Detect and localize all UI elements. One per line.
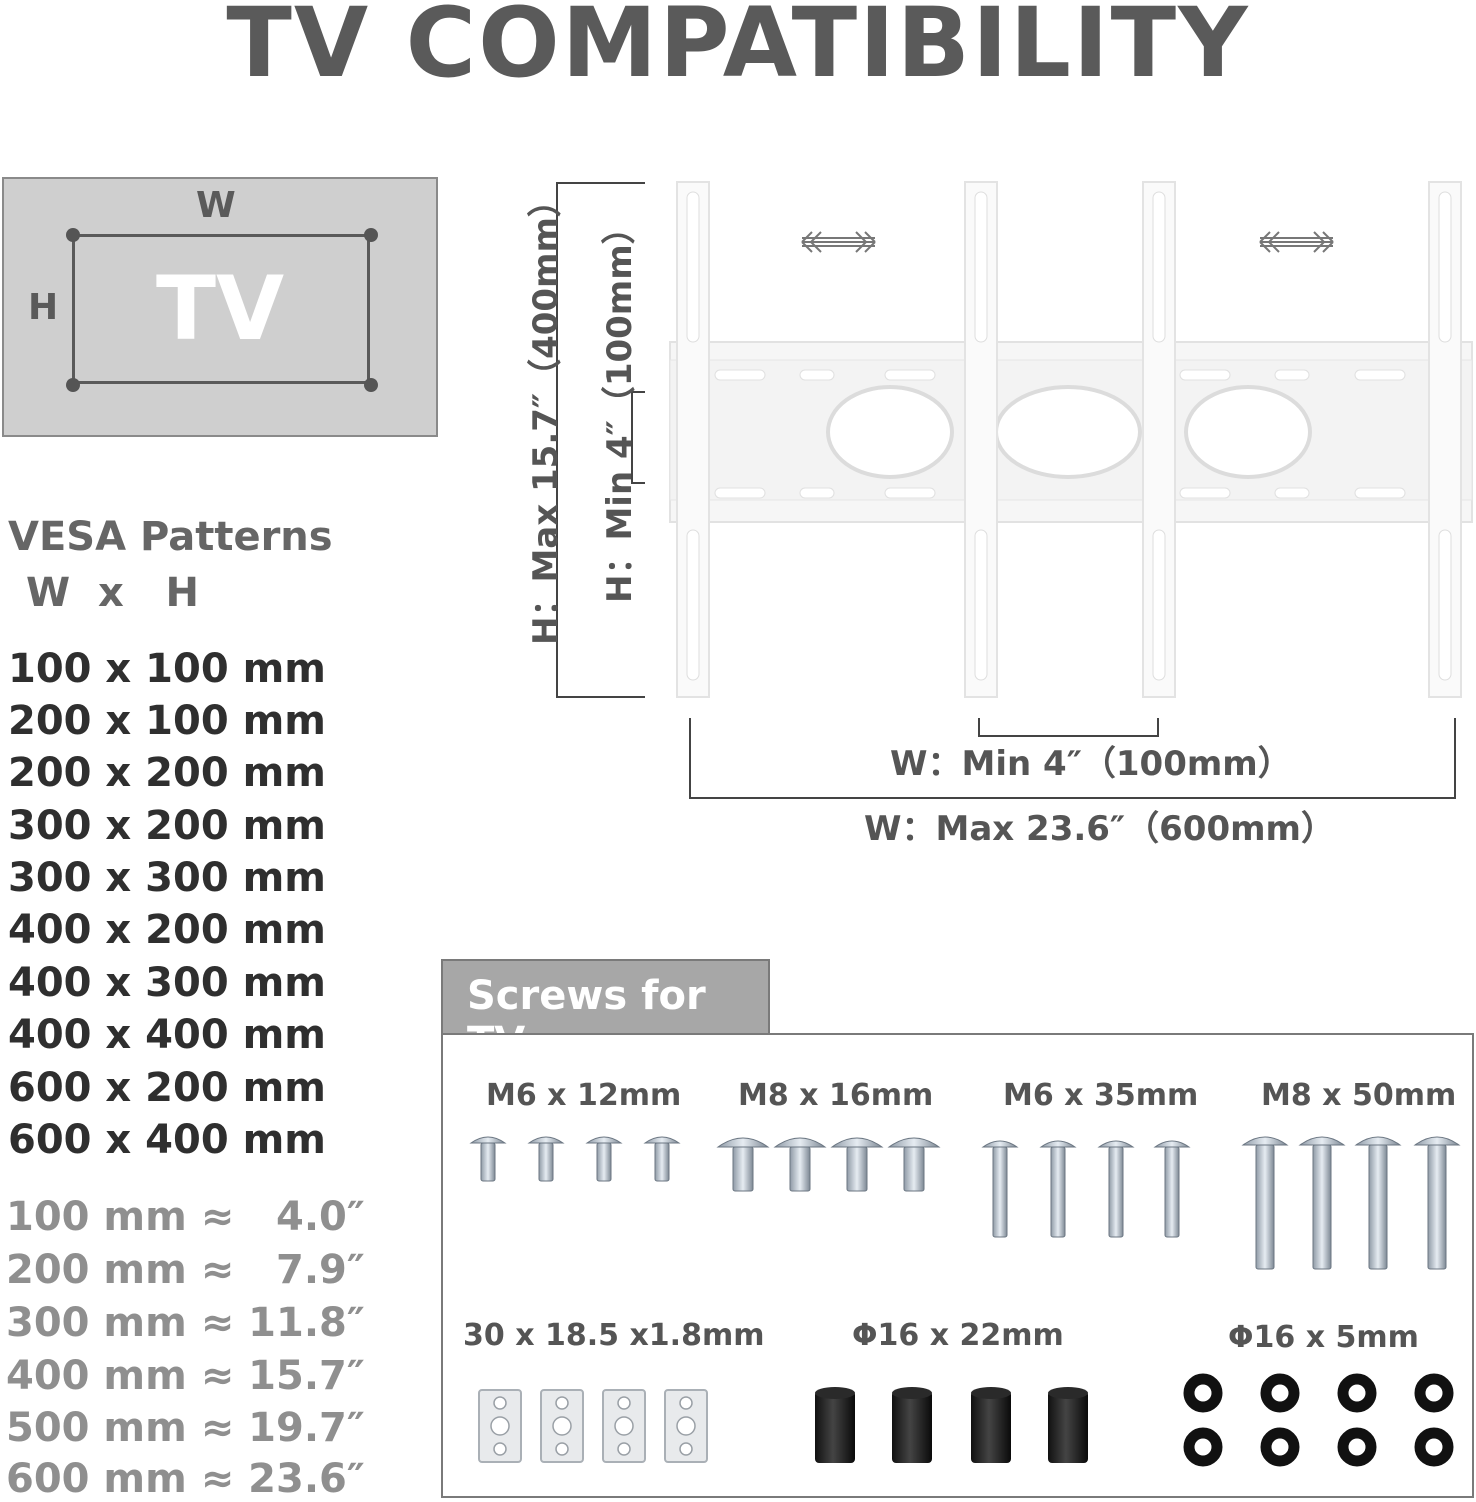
- mount-point: [66, 378, 80, 392]
- washer-plate-size-label: 30 x 18.5 x1.8mm: [463, 1318, 765, 1353]
- vesa-heading: VESA Patterns: [8, 514, 333, 560]
- mount-point: [66, 228, 80, 242]
- vesa-pattern: 200 x 200 mm: [8, 750, 326, 796]
- wall-mount-bracket-illustration: [556, 181, 1473, 799]
- mm-inch-conversion: 100 mm ≈ 4.0″: [6, 1194, 365, 1240]
- mount-point: [364, 378, 378, 392]
- vesa-subheading: W x H: [26, 570, 200, 616]
- mount-point: [364, 228, 378, 242]
- vesa-pattern: 200 x 100 mm: [8, 698, 326, 744]
- vesa-pattern: 300 x 300 mm: [8, 855, 326, 901]
- vesa-rectangle: [72, 234, 370, 384]
- mm-inch-conversion: 200 mm ≈ 7.9″: [6, 1247, 365, 1293]
- mm-inch-conversion: 500 mm ≈ 19.7″: [6, 1405, 365, 1451]
- vesa-pattern: 400 x 200 mm: [8, 907, 326, 953]
- vesa-pattern: 300 x 200 mm: [8, 803, 326, 849]
- spacer-size-label: Φ16 x 22mm: [852, 1318, 1064, 1353]
- tv-label: TV: [156, 257, 285, 360]
- mm-inch-conversion: 600 mm ≈ 23.6″: [6, 1456, 365, 1502]
- hardware-illustration: [469, 1136, 1461, 1467]
- vesa-pattern: 400 x 300 mm: [8, 960, 326, 1006]
- vesa-pattern: 600 x 200 mm: [8, 1065, 326, 1111]
- mm-inch-conversion: 300 mm ≈ 11.8″: [6, 1300, 365, 1346]
- washer-size-label: Φ16 x 5mm: [1228, 1320, 1419, 1355]
- page-title: TV COMPATIBILITY: [226, 0, 1250, 99]
- width-label: W: [196, 185, 236, 226]
- screw-size-label: M8 x 16mm: [738, 1078, 934, 1113]
- height-label: H: [28, 287, 59, 328]
- vesa-pattern: 400 x 400 mm: [8, 1012, 326, 1058]
- vesa-pattern: 100 x 100 mm: [8, 646, 326, 692]
- screw-size-label: M6 x 12mm: [486, 1078, 682, 1113]
- min-width-label: W：Min 4″（100mm）: [890, 744, 1292, 784]
- vesa-pattern: 600 x 400 mm: [8, 1117, 326, 1163]
- screw-size-label: M8 x 50mm: [1261, 1078, 1457, 1113]
- max-width-label: W：Max 23.6″（600mm）: [864, 809, 1335, 849]
- screw-size-label: M6 x 35mm: [1003, 1078, 1199, 1113]
- tv-diagram: W H TV: [2, 177, 438, 437]
- max-height-label: H：Max 15.7″（400mm）: [526, 183, 566, 645]
- min-height-label: H：Min 4″（100mm）: [600, 210, 640, 603]
- mm-inch-conversion: 400 mm ≈ 15.7″: [6, 1353, 365, 1399]
- screws-heading: Screws for TV: [441, 959, 770, 1065]
